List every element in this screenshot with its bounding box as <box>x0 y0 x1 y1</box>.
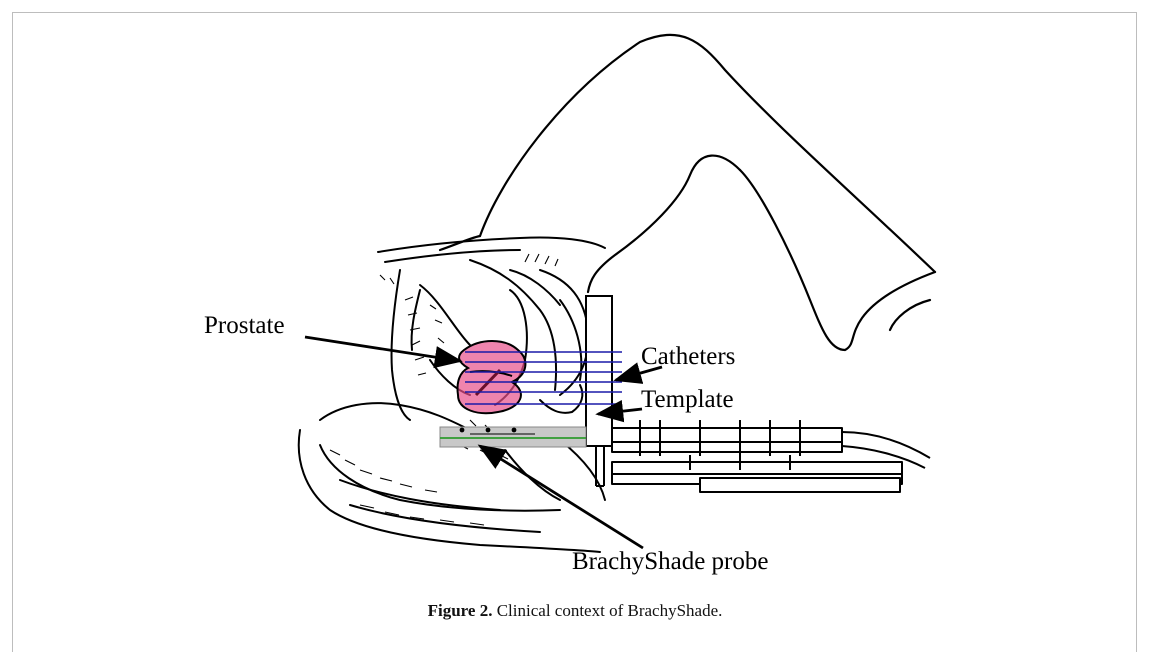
probe-sensor-dot <box>512 428 517 433</box>
figure-caption-text: Clinical context of BrachyShade. <box>497 601 723 620</box>
prostate-arrow <box>305 337 460 361</box>
template-label: Template <box>641 386 734 413</box>
patient-leg-outline <box>440 35 935 350</box>
clinical-illustration: Prostate Catheters Template BrachyShade … <box>0 0 1150 600</box>
probe-sensor-dot <box>486 428 491 433</box>
stepper-apparatus <box>596 420 930 492</box>
catheters-label: Catheters <box>641 343 735 370</box>
template-block <box>586 296 612 446</box>
probe-sensor-dot <box>460 428 465 433</box>
brachyshade-probe <box>440 427 586 447</box>
probe-label: BrachyShade probe <box>572 548 768 575</box>
figure-number: Figure 2. <box>428 601 493 620</box>
tissue-hatching <box>330 254 558 525</box>
prostate-label: Prostate <box>204 312 285 339</box>
pelvis-cross-section <box>299 237 605 552</box>
figure-caption: Figure 2. Clinical context of BrachyShad… <box>0 601 1150 621</box>
